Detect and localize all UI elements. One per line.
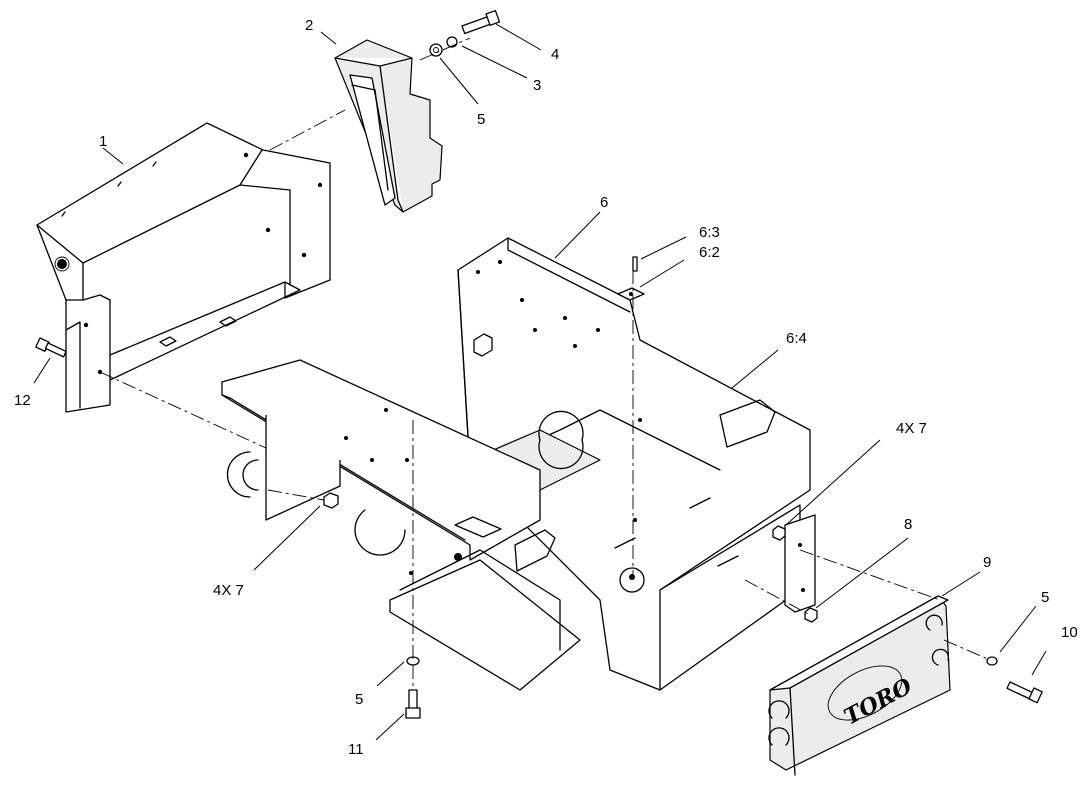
callout-4x7-left: 4X 7 [213, 582, 244, 599]
part-9-weight: TORO [768, 595, 951, 776]
callout-2: 2 [305, 17, 313, 34]
sub-frame [221, 359, 581, 691]
callout-6-3: 6:3 [699, 224, 720, 241]
bolt-hardware-right [986, 656, 1043, 704]
callout-4: 4 [551, 46, 559, 63]
callout-9: 9 [983, 554, 991, 571]
right-brackets [323, 492, 818, 623]
alignment-lines [99, 37, 991, 690]
callout-5-top: 5 [477, 111, 485, 128]
callout-labels: 1 2 3 4 5 6 6:3 6:2 6:4 4X 7 8 9 5 10 4X… [14, 17, 1078, 758]
callout-6: 6 [600, 194, 608, 211]
callout-12: 12 [14, 392, 31, 409]
callout-10: 10 [1061, 624, 1078, 641]
callout-3: 3 [533, 77, 541, 94]
callout-5-bottom: 5 [355, 691, 363, 708]
callout-8: 8 [904, 516, 912, 533]
bolt-hardware-top [429, 9, 501, 57]
callout-5-right: 5 [1041, 589, 1049, 606]
callout-6-2: 6:2 [699, 244, 720, 261]
part-2-pad [334, 39, 443, 213]
part-1-bracket [36, 122, 331, 413]
callout-1: 1 [99, 133, 107, 150]
callout-11: 11 [348, 741, 364, 758]
leader-lines [33, 23, 1047, 741]
part-6-3-screw [632, 256, 638, 272]
part-12-bolt [35, 337, 67, 358]
bolt-hardware-bottom [405, 656, 421, 719]
callout-6-4: 6:4 [786, 330, 807, 347]
callout-4x7-right: 4X 7 [896, 420, 927, 437]
